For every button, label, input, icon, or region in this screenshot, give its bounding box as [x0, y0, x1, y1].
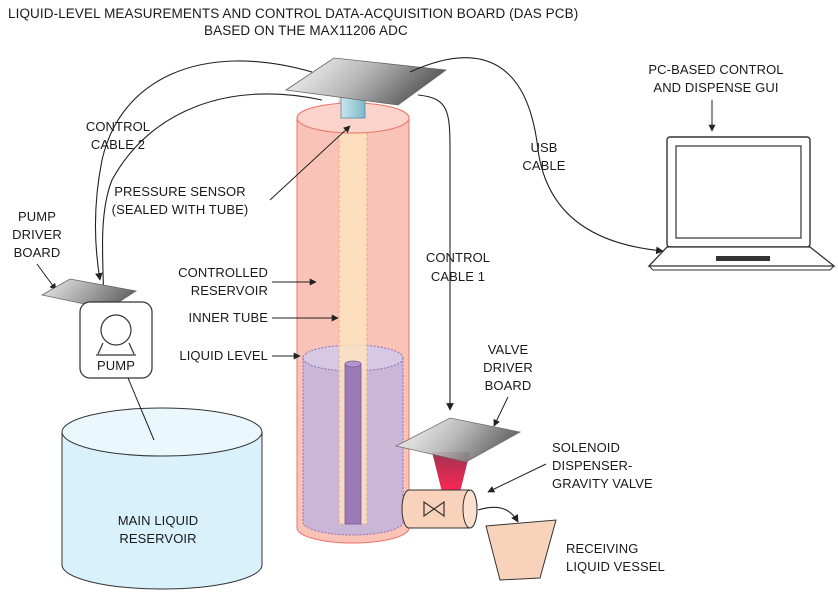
main-reservoir-label-1: MAIN LIQUID [118, 513, 199, 528]
valve-driver-label-1: VALVE [488, 342, 529, 357]
solenoid-valve [401, 489, 478, 529]
das-pcb-board [284, 57, 448, 106]
usb-cable-label-1: USB [530, 140, 557, 155]
title-line-1: LIQUID-LEVEL MEASUREMENTS AND CONTROL DA… [8, 6, 578, 21]
control-cable-1 [417, 94, 454, 411]
solenoid-valve-label-3: GRAVITY VALVE [552, 476, 653, 491]
main-liquid-reservoir: MAIN LIQUID RESERVOIR [61, 407, 263, 590]
dispense-stream [432, 452, 470, 492]
receiving-vessel-label-2: LIQUID VESSEL [566, 559, 665, 574]
main-reservoir-label-2: RESERVOIR [119, 531, 196, 546]
outflow-arrow [477, 506, 519, 523]
pump-driver-label-1: PUMP [18, 209, 56, 224]
receiving-vessel-label-1: RECEIVING [566, 541, 638, 556]
valve-symbol-icon [423, 500, 445, 518]
pump-to-reservoir-tube [127, 377, 155, 441]
liquid-level-label: LIQUID LEVEL [179, 348, 268, 363]
control-cable-2-return [101, 93, 323, 301]
pressure-sensor-label-2: (SEALED WITH TUBE) [112, 202, 249, 217]
solenoid-valve-label-1: SOLENOID [552, 440, 620, 455]
solenoid-valve-leader [487, 463, 547, 493]
pump-icon [100, 314, 132, 346]
control-cable-2 [94, 60, 313, 281]
pump-driver-label-3: BOARD [14, 245, 61, 260]
control-cable-2-label-2: CABLE 2 [91, 137, 145, 152]
valve-driver-board [394, 417, 522, 463]
measurement-rod [344, 363, 362, 525]
pressure-sensor-label-1: PRESSURE SENSOR [114, 184, 246, 199]
pump-driver-label-2: DRIVER [12, 227, 62, 242]
control-cable-2-label-1: CONTROL [86, 119, 150, 134]
pc-gui-label-2: AND DISPENSE GUI [653, 80, 778, 95]
usb-cable-label-2: CABLE [522, 158, 565, 173]
controlled-reservoir-label-2: RESERVOIR [191, 283, 268, 298]
pump-label: PUMP [97, 358, 135, 373]
pressure-sensor-leader [269, 125, 351, 201]
valve-driver-leader [493, 396, 509, 427]
controlled-reservoir [296, 79, 410, 544]
pump: PUMP [79, 301, 153, 379]
pc-gui-label-1: PC-BASED CONTROL [648, 62, 783, 77]
receiving-vessel [485, 519, 557, 581]
controlled-reservoir-label-1: CONTROLLED [178, 265, 268, 280]
inner-tube-label: INNER TUBE [189, 310, 269, 325]
title-line-2: BASED ON THE MAX11206 ADC [204, 23, 408, 38]
valve-driver-label-2: DRIVER [483, 360, 533, 375]
solenoid-valve-label-2: DISPENSER- [552, 458, 632, 473]
pump-driver-leader [36, 263, 57, 291]
usb-cable [409, 57, 664, 255]
valve-driver-label-3: BOARD [485, 378, 532, 393]
control-cable-1-label-2: CABLE 1 [431, 269, 485, 284]
laptop-icon [647, 136, 836, 271]
control-cable-1-label-1: CONTROL [426, 250, 490, 265]
